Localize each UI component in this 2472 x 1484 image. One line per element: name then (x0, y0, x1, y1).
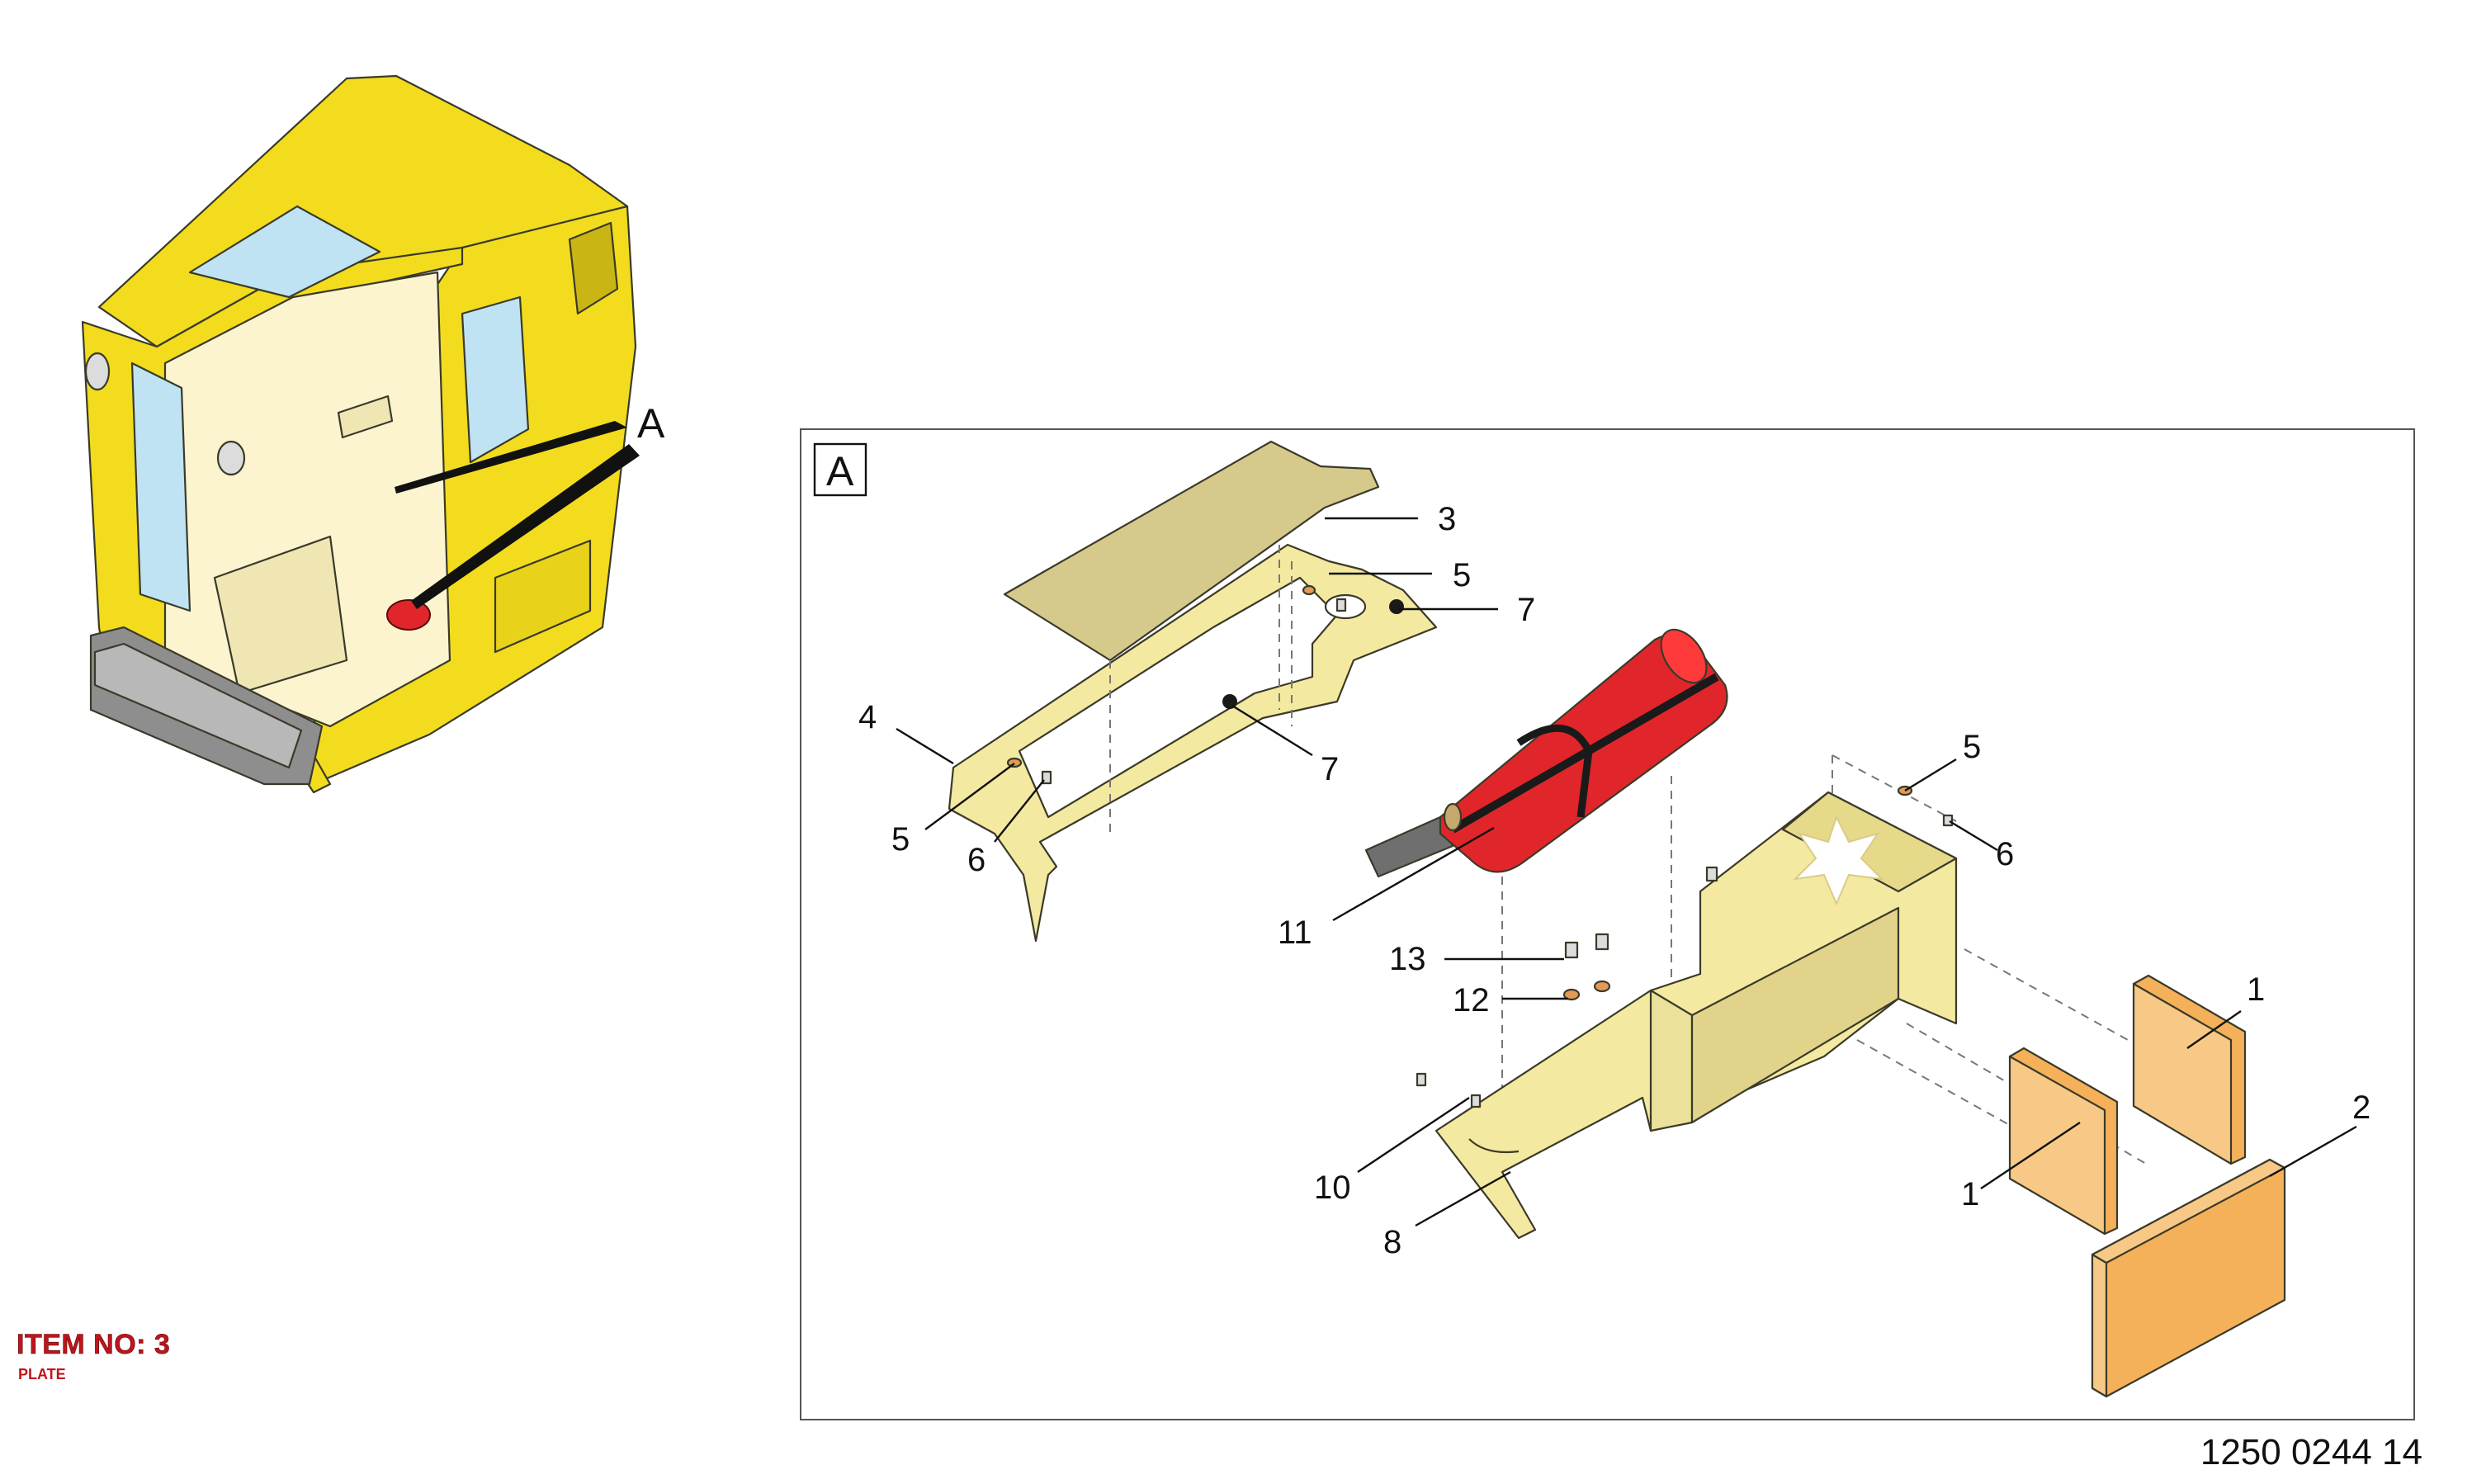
detail-frame-tag (813, 442, 867, 497)
leader-lines (896, 517, 2357, 1227)
detail-a-leader (395, 421, 627, 494)
fire-extinguisher-icon (386, 599, 431, 631)
detail-ref-label: A (637, 400, 665, 447)
item-description: PLATE (18, 1366, 66, 1382)
drawing-number: 1250 0244 14 (2200, 1432, 2422, 1472)
plate (1003, 440, 1380, 662)
pad-upper (2132, 974, 2247, 1165)
callout-6: 6 (967, 842, 985, 878)
knob (1389, 599, 1404, 614)
callout-3: 3 (1438, 501, 1456, 537)
callout-5: 5 (1453, 557, 1471, 593)
callout-10: 10 (1314, 1170, 1351, 1206)
detail-frame (800, 428, 2415, 1420)
callout-1: 1 (2247, 971, 2265, 1008)
callout-5: 5 (1963, 729, 1981, 765)
callout-5: 5 (891, 821, 910, 858)
callout-1: 1 (1961, 1176, 1979, 1212)
item-number: ITEM NO: 3 (17, 1329, 171, 1360)
callout-8: 8 (1383, 1224, 1401, 1260)
callout-7: 7 (1517, 592, 1535, 628)
callout-11: 11 (1278, 915, 1312, 951)
callout-4: 4 (858, 699, 877, 735)
callout-2: 2 (2352, 1089, 2370, 1126)
pad-lower (2008, 1047, 2119, 1236)
callout-6: 6 (1996, 836, 2014, 872)
callout-7: 7 (1321, 751, 1339, 787)
cab-overview-icon (81, 74, 637, 794)
bracket-frame (948, 543, 1438, 943)
detail-frame-label: A (826, 448, 854, 494)
callout-12: 12 (1453, 982, 1490, 1018)
fire-extinguisher (1364, 628, 1728, 878)
knob (1222, 694, 1237, 709)
bolt-icon (1041, 598, 1954, 1108)
pad-large (2091, 1158, 2286, 1398)
callout-13: 13 (1389, 941, 1426, 977)
detail-a-leader (411, 444, 640, 609)
